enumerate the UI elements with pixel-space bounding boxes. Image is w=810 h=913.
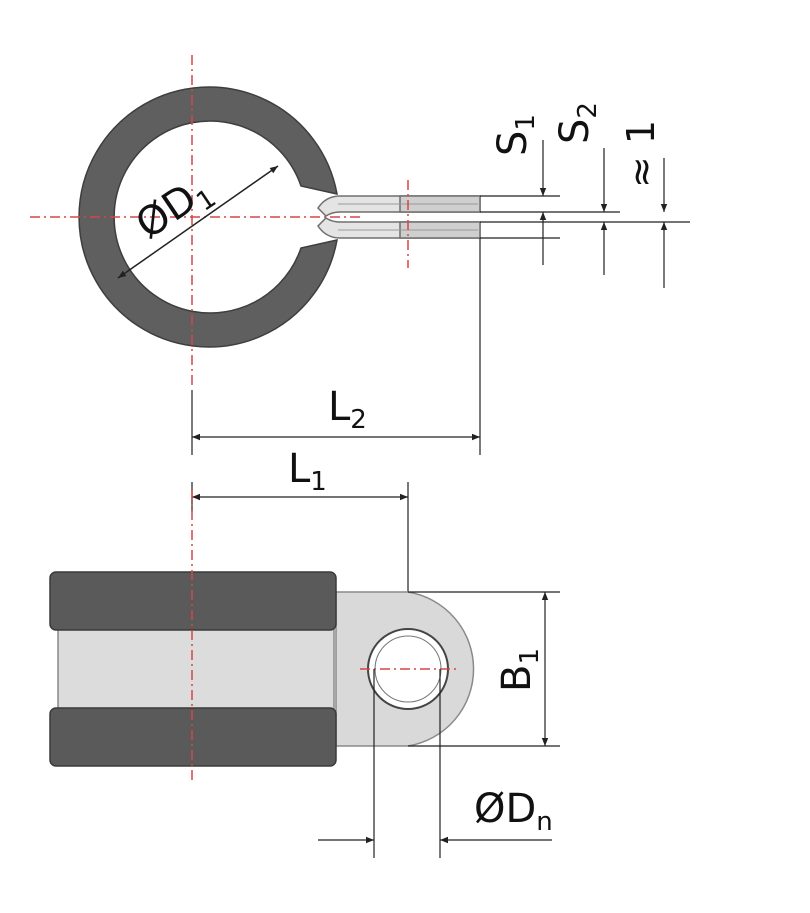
rubber-upper bbox=[49, 571, 337, 631]
l1-label: L1 bbox=[288, 446, 327, 497]
rubber-lower bbox=[49, 707, 337, 767]
metal-band-middle bbox=[57, 627, 335, 711]
d1-label: ØD1 bbox=[128, 166, 222, 252]
approx-label: ≈ 1 bbox=[619, 120, 663, 188]
d1-dimension: ØD1 bbox=[117, 165, 279, 279]
thickness-dimensions bbox=[480, 140, 690, 288]
front-view: L1 B1 ØDn bbox=[49, 446, 560, 858]
l2-dimension bbox=[191, 238, 481, 455]
dn-label: ØDn bbox=[474, 786, 553, 837]
top-view: ØD1 S1 S2 ≈ 1 bbox=[30, 55, 690, 455]
s1-label: S1 bbox=[490, 114, 541, 156]
b1-dimension bbox=[408, 591, 560, 747]
dn-dimension bbox=[318, 669, 552, 858]
l2-label: L2 bbox=[328, 384, 367, 435]
s2-label: S2 bbox=[552, 102, 603, 144]
b1-label: B1 bbox=[494, 648, 545, 692]
metal-band-tabs bbox=[317, 195, 481, 239]
rubber-ring bbox=[78, 86, 338, 348]
